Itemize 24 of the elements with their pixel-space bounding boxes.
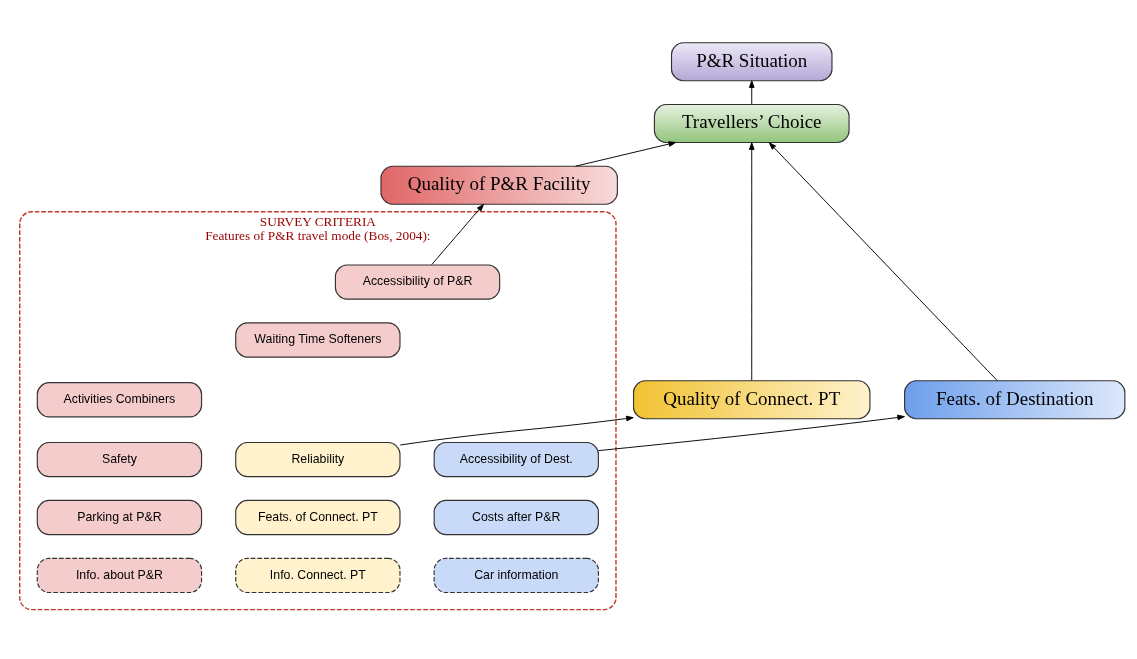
node-box: Car information bbox=[433, 557, 599, 593]
node-box: Activities Combiners bbox=[36, 381, 203, 417]
node-box: Accessibility of P&R bbox=[334, 263, 501, 300]
node-box: Feats. of Destination bbox=[904, 379, 1126, 419]
arrow bbox=[399, 415, 634, 445]
arrow bbox=[748, 141, 755, 381]
node-box: Info. about P&R bbox=[36, 557, 203, 593]
arrow bbox=[598, 414, 905, 451]
arrow bbox=[768, 141, 998, 381]
node-box: Reliability bbox=[235, 441, 401, 477]
arrow bbox=[431, 203, 484, 265]
node-box: Quality of Connect. PT bbox=[632, 379, 871, 419]
node-box: Feats. of Connect. PT bbox=[235, 499, 401, 535]
node-box: P&R Situation bbox=[670, 41, 833, 81]
node-box: Quality of P&R Facility bbox=[380, 165, 618, 205]
node-box: Waiting Time Softeners bbox=[235, 321, 401, 358]
node-box: Parking at P&R bbox=[36, 499, 203, 535]
arrow bbox=[575, 140, 676, 167]
node-box: Info. Connect. PT bbox=[235, 557, 401, 593]
node-box: Travellers’ Choice bbox=[653, 103, 850, 143]
node-box: Costs after P&R bbox=[433, 499, 599, 535]
node-box: Accessibility of Dest. bbox=[433, 441, 599, 477]
arrow bbox=[748, 79, 755, 105]
node-box: Safety bbox=[36, 441, 203, 477]
